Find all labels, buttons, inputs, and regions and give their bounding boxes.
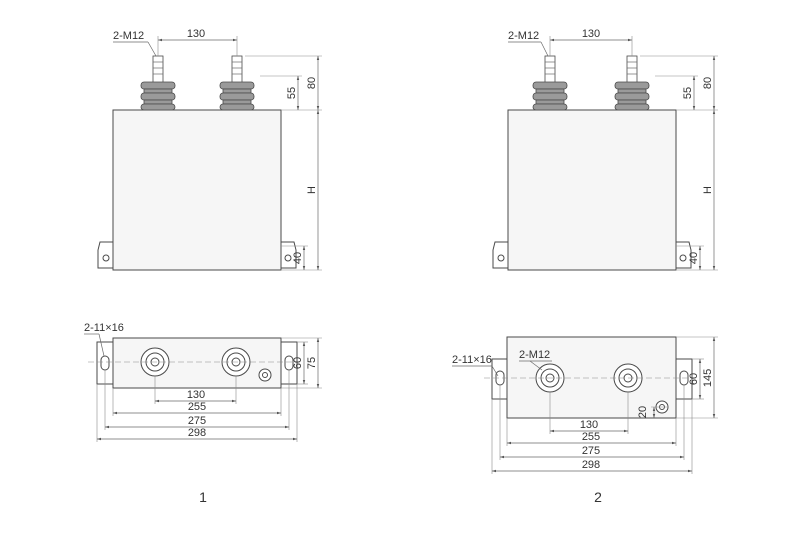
dim-H: H <box>306 186 318 194</box>
mount-hole-left <box>497 254 505 262</box>
dim-20: 20 <box>637 406 649 418</box>
capacitor-2-plan: 2-11×16 2-M12 60 145 20 130 255 275 29 <box>452 336 718 474</box>
hole-label: 2-11×16 <box>452 354 492 366</box>
capacitor-body-plan <box>112 337 282 389</box>
capacitor-body <box>507 109 677 271</box>
dim-145: 145 <box>702 369 714 387</box>
dim-55: 55 <box>682 87 694 99</box>
bushing-left <box>140 55 176 111</box>
dim-298: 298 <box>582 459 600 471</box>
caption-2: 2 <box>594 489 602 505</box>
dim-75: 75 <box>306 357 318 369</box>
capacitor-body <box>112 109 282 271</box>
dim-80: 80 <box>306 77 318 89</box>
dim-60: 60 <box>688 373 700 385</box>
dim-40: 40 <box>292 252 304 264</box>
dim-275: 275 <box>188 415 206 427</box>
dim-80: 80 <box>702 77 714 89</box>
capacitor-body-plan <box>506 336 677 419</box>
bushing-left <box>532 55 568 111</box>
dim-255: 255 <box>582 431 600 443</box>
dim-255: 255 <box>188 401 206 413</box>
slot-left <box>100 355 110 371</box>
caption-1: 1 <box>199 489 207 505</box>
ground-terminal <box>258 368 272 382</box>
dim-130-plan: 130 <box>187 389 205 401</box>
thread-label: 2-M12 <box>113 30 144 42</box>
dim-130: 130 <box>582 28 600 40</box>
dim-275: 275 <box>582 445 600 457</box>
dim-40: 40 <box>688 252 700 264</box>
dim-130-plan: 130 <box>580 419 598 431</box>
capacitor-1-plan: 2-11×16 60 75 130 255 275 298 <box>84 322 322 442</box>
dim-60: 60 <box>292 357 304 369</box>
dim-55: 55 <box>286 87 298 99</box>
thread-label: 2-M12 <box>508 30 539 42</box>
mount-hole-right <box>679 254 687 262</box>
dim-H: H <box>702 186 714 194</box>
mount-hole-left <box>102 254 110 262</box>
dim-130: 130 <box>187 28 205 40</box>
bushing-right <box>219 55 255 111</box>
capacitor-1-elevation: 130 2-M12 55 80 H 40 <box>97 28 322 271</box>
mount-hole-right <box>284 254 292 262</box>
bushing-right <box>614 55 650 111</box>
thread-label-plan: 2-M12 <box>519 349 550 361</box>
capacitor-2-elevation: 130 2-M12 55 80 H 40 <box>492 28 718 271</box>
dim-298: 298 <box>188 427 206 439</box>
hole-label: 2-11×16 <box>84 322 124 334</box>
